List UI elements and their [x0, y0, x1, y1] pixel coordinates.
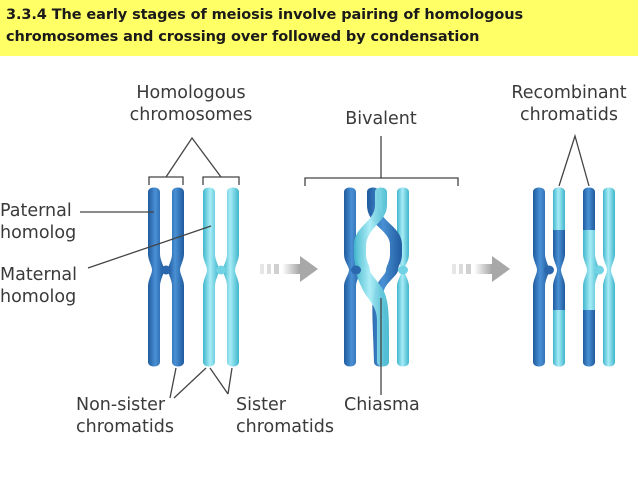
maternal-pointer [87, 225, 212, 269]
recombinant-label-line2: chromatids [520, 105, 618, 125]
progression-arrow-2 [452, 256, 510, 282]
left-pointer-lines [80, 211, 212, 269]
bivalent-bracket [304, 136, 459, 186]
paternal-homolog [148, 187, 184, 367]
maternal-label-line2: homolog [0, 287, 77, 307]
paternal-label-line1: Paternal [0, 201, 72, 221]
recombinant-label-line1: Recombinant [511, 83, 627, 103]
non-sister-chromatids-label: Non-sister chromatids [76, 394, 174, 438]
bivalent-maternal-outer [397, 187, 409, 367]
maternal-label-line1: Maternal [0, 265, 78, 285]
homologous-label-line2: chromosomes [129, 105, 253, 125]
maternal-centromere [216, 265, 226, 275]
bivalent-paternal-outer [344, 187, 361, 367]
homologous-bracket [148, 136, 240, 185]
bivalent-paternal-crossing [367, 187, 402, 367]
bivalent-group [344, 187, 409, 367]
homologous-chromosomes-label: Homologous chromosomes [118, 82, 264, 126]
progression-arrow-1 [260, 256, 318, 282]
recombinant-paternal-left [533, 187, 549, 367]
sister-chromatids-label: Sister chromatids [236, 394, 334, 438]
title-line-2: chromosomes and crossing over followed b… [6, 29, 480, 45]
paternal-homolog-label: Paternal homolog [0, 200, 76, 244]
sister-label-line2: chromatids [236, 417, 334, 437]
paternal-chromatid-left [148, 187, 164, 367]
maternal-homolog [203, 187, 239, 367]
recombinant-pointer [558, 133, 590, 187]
title-banner: 3.3.4 The early stages of meiosis involv… [0, 0, 638, 56]
bivalent-centromere-left [351, 265, 361, 275]
recombinant-chromatid-3-segment [583, 187, 595, 367]
chiasma-label: Chiasma [344, 395, 420, 415]
recombinant-centromere-right [594, 265, 604, 275]
recombinant-maternal-right [603, 187, 615, 367]
bivalent-maternal-crossing [354, 187, 390, 367]
recombinant-chromatids-label: Recombinant chromatids [500, 82, 638, 126]
bivalent-centromere-right [398, 265, 408, 275]
paternal-chromatid-right [168, 187, 184, 367]
non-sister-label-line1: Non-sister [76, 395, 166, 415]
maternal-homolog-label: Maternal homolog [0, 264, 77, 308]
sister-label-line1: Sister [236, 395, 286, 415]
homologous-label-line1: Homologous [136, 83, 246, 103]
paternal-label-line2: homolog [0, 223, 77, 243]
chromatid-pointer-lines [169, 367, 233, 399]
recombinant-chromatid-2-segment [553, 187, 565, 367]
bivalent-label: Bivalent [345, 109, 417, 129]
maternal-chromatid-left [203, 187, 219, 367]
non-sister-label-line2: chromatids [76, 417, 174, 437]
recombinant-centromere-left [544, 265, 554, 275]
maternal-chromatid-right [223, 187, 239, 367]
recombinant-group [533, 187, 615, 367]
title-line-1: 3.3.4 The early stages of meiosis involv… [6, 7, 523, 23]
paternal-centromere [161, 265, 171, 275]
homologous-chromosomes-group [148, 187, 239, 367]
